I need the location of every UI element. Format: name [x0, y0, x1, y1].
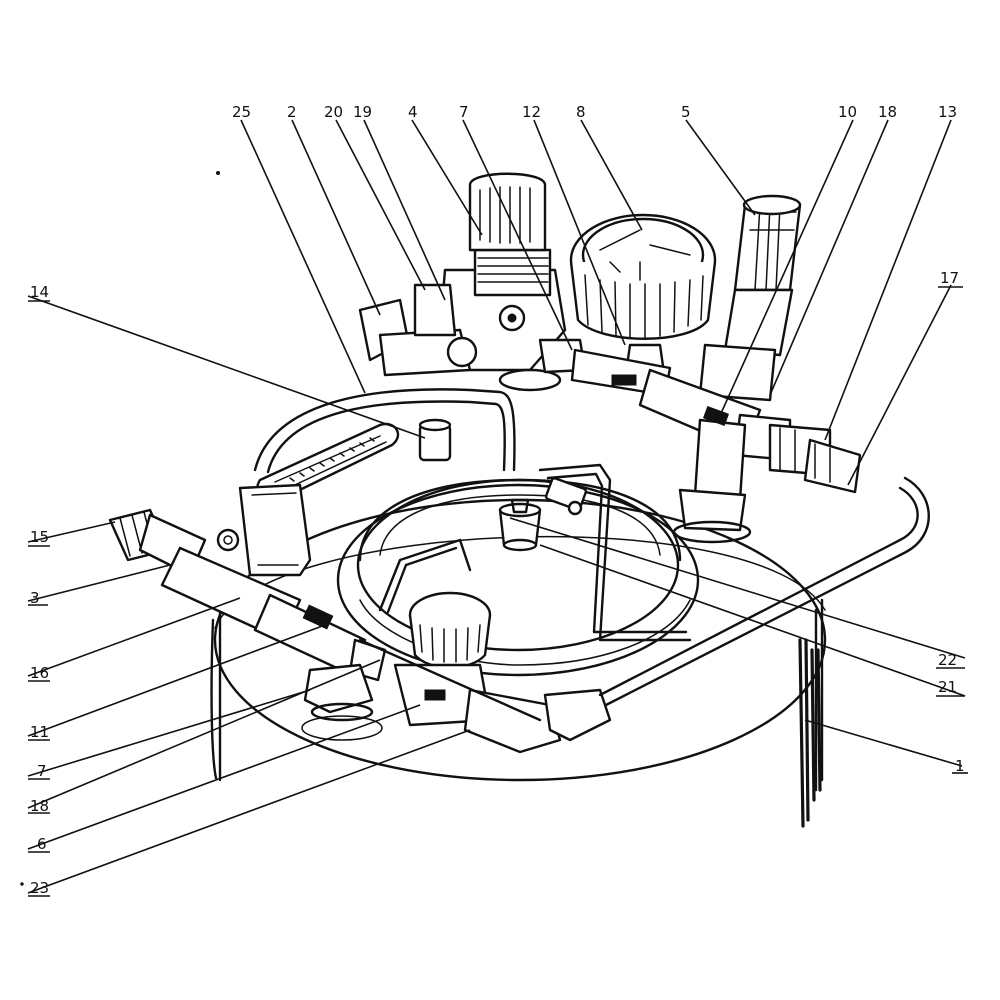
return-tube: [358, 476, 930, 722]
scan-speck: [216, 171, 220, 175]
callout-left-5: 11: [30, 723, 49, 741]
front-regulator-knob: [408, 591, 492, 669]
callout-left-4: 16: [30, 664, 49, 682]
callout-top-11: 18: [878, 103, 897, 121]
right-union-nut: [768, 423, 862, 494]
callout-right-2: 22: [938, 651, 957, 669]
callout-top-1: 25: [232, 103, 251, 121]
lid-clamp-bail: [378, 463, 692, 642]
bottom-outlet-nut: [301, 663, 383, 741]
callout-left-8: 6: [37, 835, 47, 853]
callout-right-4: 1: [955, 757, 965, 775]
callout-right-1: 17: [940, 269, 959, 287]
lid-relief-valve: [498, 498, 542, 552]
callout-labels-left: 14 15 3 16 11 7 18 6 23: [30, 283, 49, 897]
callout-labels-right: 17 22 21 1: [938, 269, 965, 775]
callout-top-10: 10: [838, 103, 857, 121]
carry-handle: [253, 388, 516, 505]
callout-left-1: 14: [30, 283, 49, 301]
callout-top-12: 13: [938, 103, 957, 121]
callout-top-3: 20: [324, 103, 343, 121]
callout-top-2: 2: [287, 103, 297, 121]
callout-left-3: 3: [30, 589, 40, 607]
callout-left-6: 7: [37, 762, 47, 780]
callout-right-3: 21: [938, 678, 957, 696]
callout-top-5: 4: [408, 103, 418, 121]
handle-bracket: [216, 483, 312, 577]
top-ball-valve: [358, 283, 478, 377]
front-tee-fitting: [393, 663, 612, 754]
left-outlet-valve: [160, 546, 387, 682]
callout-top-6: 7: [459, 103, 469, 121]
scan-speck: [20, 882, 24, 886]
leader-lines: [27, 119, 966, 894]
callout-left-2: 15: [30, 528, 49, 546]
callout-top-4: 19: [353, 103, 372, 121]
callout-top-9: 5: [681, 103, 691, 121]
callout-top-8: 8: [576, 103, 586, 121]
callout-left-7: 18: [30, 797, 49, 815]
callout-underlines: [28, 286, 968, 897]
safety-valve: [723, 194, 802, 357]
callout-left-9: 23: [30, 879, 49, 897]
callout-labels-top: 25 2 20 19 4 7 12 8 5 10 18 13: [232, 103, 957, 121]
callout-top-7: 12: [522, 103, 541, 121]
bottom-cross-nut: [672, 488, 752, 544]
